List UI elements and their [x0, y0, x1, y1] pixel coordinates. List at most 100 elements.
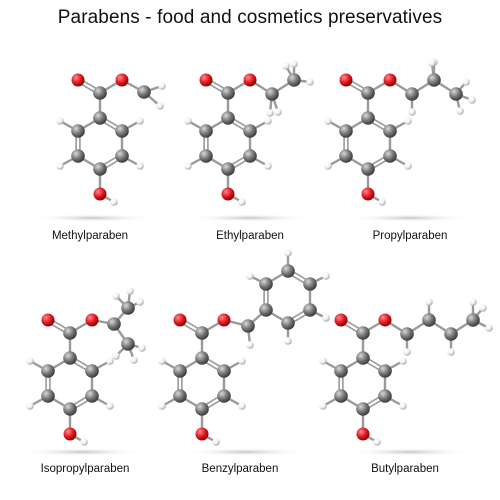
carbon-atom — [243, 149, 257, 163]
hydrogen-atom — [469, 298, 477, 306]
hydrogen-atom — [246, 272, 254, 280]
carbon-atom — [259, 303, 273, 317]
hydrogen-atom — [462, 78, 470, 86]
carbon-atom — [361, 162, 375, 176]
hydrogen-atom — [130, 356, 138, 364]
carbon-atom — [137, 85, 151, 99]
carbon-atom — [41, 364, 55, 378]
propylparaben-structure — [324, 58, 476, 222]
oxygen-atom — [243, 73, 257, 87]
carbon-atom — [281, 264, 295, 278]
oxygen-atom — [71, 73, 85, 87]
ethylparaben-structure — [184, 60, 314, 222]
carbon-atom — [63, 402, 77, 416]
page-title: Parabens - food and cosmetics preservati… — [57, 7, 443, 28]
methylparaben-label: Methylparaben — [51, 230, 129, 242]
carbon-atom — [466, 313, 480, 327]
molecule-butylparaben: Butylparaben — [319, 275, 493, 475]
molecule-shadow — [348, 448, 472, 456]
carbon-atom — [241, 319, 255, 333]
hydrogen-atom — [479, 304, 487, 312]
oxygen-atom — [361, 187, 375, 201]
hydrogen-atom — [322, 272, 330, 280]
carbon-atom — [195, 326, 209, 340]
hydrogen-atom — [324, 117, 332, 125]
hydrogen-atom — [158, 402, 166, 410]
oxygen-atom — [217, 313, 231, 327]
oxygen-atom — [173, 313, 187, 327]
hydrogen-atom — [322, 314, 330, 322]
hydrogen-atom — [138, 344, 146, 352]
isopropylparaben-structure — [21, 287, 146, 456]
molecule-ethylparaben: Ethylparaben — [170, 55, 330, 242]
hydrogen-atom — [404, 117, 412, 125]
carbon-atom — [63, 351, 77, 365]
oxygen-atom — [221, 187, 235, 201]
hydrogen-atom — [274, 108, 282, 116]
carbon-atom — [303, 277, 317, 291]
hydrogen-atom — [399, 402, 407, 410]
hydrogen-atom — [110, 198, 118, 206]
carbon-atom — [199, 124, 213, 138]
hydrogen-atom — [26, 357, 34, 365]
carbon-atom — [383, 149, 397, 163]
carbon-atom — [217, 389, 231, 403]
hydrogen-atom — [378, 198, 386, 206]
oxygen-atom — [356, 427, 370, 441]
carbon-atom — [356, 326, 370, 340]
hydrogen-atom — [284, 337, 292, 345]
carbon-atom — [173, 389, 187, 403]
hydrogen-atom — [238, 357, 246, 365]
molecule-isopropylparaben: Isopropylparaben — [5, 275, 165, 475]
carbon-atom — [115, 124, 129, 138]
oxygen-atom — [339, 73, 353, 87]
oxygen-atom — [195, 427, 209, 441]
hydrogen-atom — [425, 298, 433, 306]
hydrogen-atom — [408, 108, 416, 116]
carbon-atom — [121, 301, 135, 315]
hydrogen-atom — [106, 357, 114, 365]
carbon-atom — [93, 86, 107, 100]
hydrogen-atom — [184, 117, 192, 125]
oxygen-atom — [383, 73, 397, 87]
carbon-atom — [107, 317, 121, 331]
hydrogen-atom — [403, 348, 411, 356]
hydrogen-atom — [136, 298, 144, 306]
hydrogen-atom — [136, 162, 144, 170]
methylparaben-structure — [31, 73, 166, 222]
hydrogen-atom — [246, 341, 254, 349]
carbon-atom — [449, 87, 463, 101]
carbon-atom — [339, 149, 353, 163]
carbon-atom — [361, 111, 375, 125]
carbon-atom — [221, 86, 235, 100]
carbon-atom — [383, 124, 397, 138]
molecule-shadow — [188, 214, 312, 222]
ethylparaben-label: Ethylparaben — [216, 230, 284, 242]
molecule-shadow — [31, 214, 155, 222]
carbon-atom — [400, 327, 414, 341]
oxygen-atom — [41, 313, 55, 327]
carbon-atom — [378, 364, 392, 378]
hydrogen-atom — [319, 357, 327, 365]
hydrogen-atom — [126, 287, 134, 295]
carbon-atom — [221, 162, 235, 176]
carbon-atom — [71, 149, 85, 163]
hydrogen-atom — [106, 402, 114, 410]
carbon-atom — [405, 87, 419, 101]
carbon-atom — [217, 364, 231, 378]
molecule-shadow — [21, 448, 145, 456]
benzylparaben-structure — [158, 249, 330, 456]
hydrogen-atom — [238, 402, 246, 410]
carbon-atom — [287, 73, 301, 87]
oxygen-atom — [93, 187, 107, 201]
carbon-atom — [422, 313, 436, 327]
carbon-atom — [85, 364, 99, 378]
carbon-atom — [85, 389, 99, 403]
molecule-shadow — [348, 214, 472, 222]
carbon-atom — [378, 389, 392, 403]
oxygen-atom — [199, 73, 213, 87]
hydrogen-atom — [156, 102, 164, 110]
hydrogen-atom — [266, 109, 274, 117]
carbon-atom — [339, 124, 353, 138]
hydrogen-atom — [136, 117, 144, 125]
